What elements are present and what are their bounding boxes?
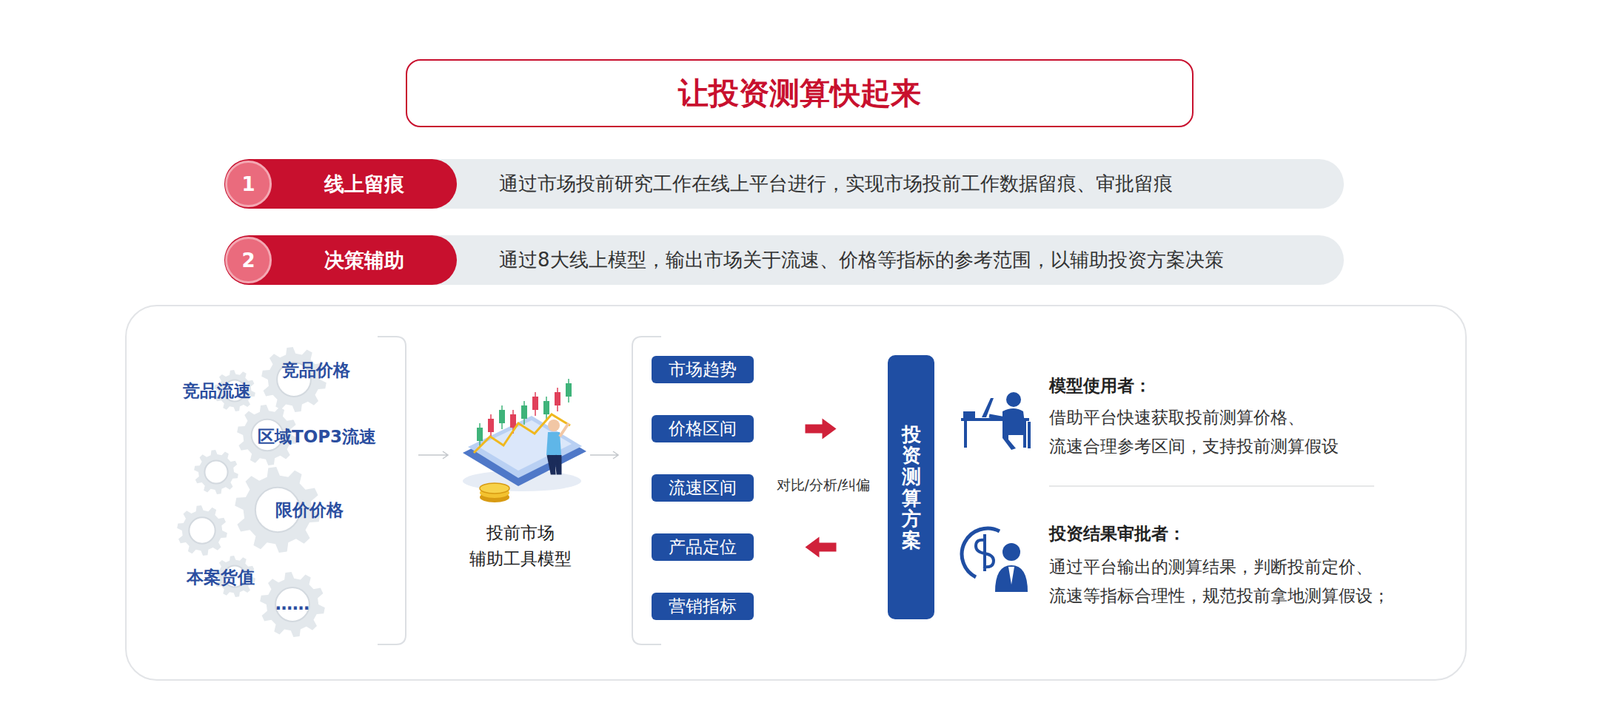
node-label: 决策辅助	[324, 247, 405, 274]
row-band: 2 决策辅助 通过8大线上模型，输出市场关于流速、价格等指标的参考范围，以辅助投资方…	[224, 235, 1344, 286]
factor-label: ……	[275, 594, 310, 614]
factor-label: 竞品流速	[182, 379, 251, 403]
user-at-desk-icon	[961, 392, 1030, 451]
divider-line	[1049, 485, 1375, 488]
tag-text-holder: 线上留痕	[271, 159, 457, 209]
title-box: 让投资测算快起来	[405, 59, 1194, 128]
step-number: 2	[225, 236, 272, 284]
tag-text-holder: 决策辅助	[271, 235, 457, 286]
role-description: 借助平台快速获取投前测算价格、 流速合理参考区间，支持投前测算假设	[1049, 403, 1375, 462]
node-label: 产品定位	[668, 536, 737, 560]
flow-arrow	[805, 419, 837, 440]
flow-note: 对比/分析/纠偏	[776, 476, 871, 496]
gear-cluster	[176, 347, 327, 638]
indicator-box: 产品定位	[651, 533, 754, 562]
role-heading: 投资结果审批者：	[1049, 522, 1186, 546]
node-label: 线上留痕	[324, 171, 405, 198]
node-label: 投资测算方案	[901, 424, 922, 552]
gear-hub	[204, 460, 228, 484]
plan-bar: 投资测算方案	[887, 355, 935, 620]
row-tag: 2 决策辅助	[224, 235, 457, 286]
indicator-box: 价格区间	[651, 415, 754, 443]
approver-icon	[961, 528, 1028, 593]
node-label: 1	[241, 173, 255, 196]
node-label: 营销指标	[668, 595, 737, 619]
tool-illustration	[462, 379, 587, 503]
node-label: 价格区间	[668, 417, 737, 441]
row-tag: 1 线上留痕	[224, 159, 457, 209]
factor-label: 区域TOP3流速	[257, 425, 377, 449]
gear	[259, 572, 326, 638]
node-label: 2	[241, 249, 255, 272]
description-text: 通过市场投前研究工作在线上平台进行，实现市场投前工作数据留痕、审批留痕	[499, 171, 1173, 197]
panel-outline	[125, 305, 1466, 681]
indicator-box: 市场趋势	[651, 356, 754, 384]
bracket	[377, 336, 406, 645]
node-label: 市场趋势	[668, 358, 737, 382]
indicator-box: 营销指标	[651, 593, 754, 621]
title-text: 让投资测算快起来	[678, 73, 922, 115]
gear	[176, 505, 228, 557]
indicator-box: 流速区间	[651, 474, 754, 502]
flow-arrow	[805, 537, 837, 559]
gear	[193, 450, 239, 495]
factor-label: 限价价格	[275, 499, 344, 522]
node-label: 流速区间	[668, 476, 737, 500]
role-heading: 模型使用者：	[1049, 374, 1152, 398]
row-band: 1 线上留痕 通过市场投前研究工作在线上平台进行，实现市场投前工作数据留痕、审批留痕	[224, 159, 1344, 209]
role-description: 通过平台输出的测算结果，判断投前定价、 流速等指标合理性，规范投前拿地测算假设；	[1049, 553, 1412, 611]
gear-hub	[188, 517, 215, 544]
gear-hub	[275, 587, 310, 622]
tool-caption: 投前市场 辅助工具模型	[464, 520, 577, 573]
factor-label: 本案货值	[186, 566, 255, 590]
gear	[261, 347, 327, 413]
factor-label: 竞品价格	[282, 359, 351, 383]
step-number: 1	[225, 160, 272, 208]
description-text: 通过8大线上模型，输出市场关于流速、价格等指标的参考范围，以辅助投资方案决策	[499, 247, 1224, 274]
